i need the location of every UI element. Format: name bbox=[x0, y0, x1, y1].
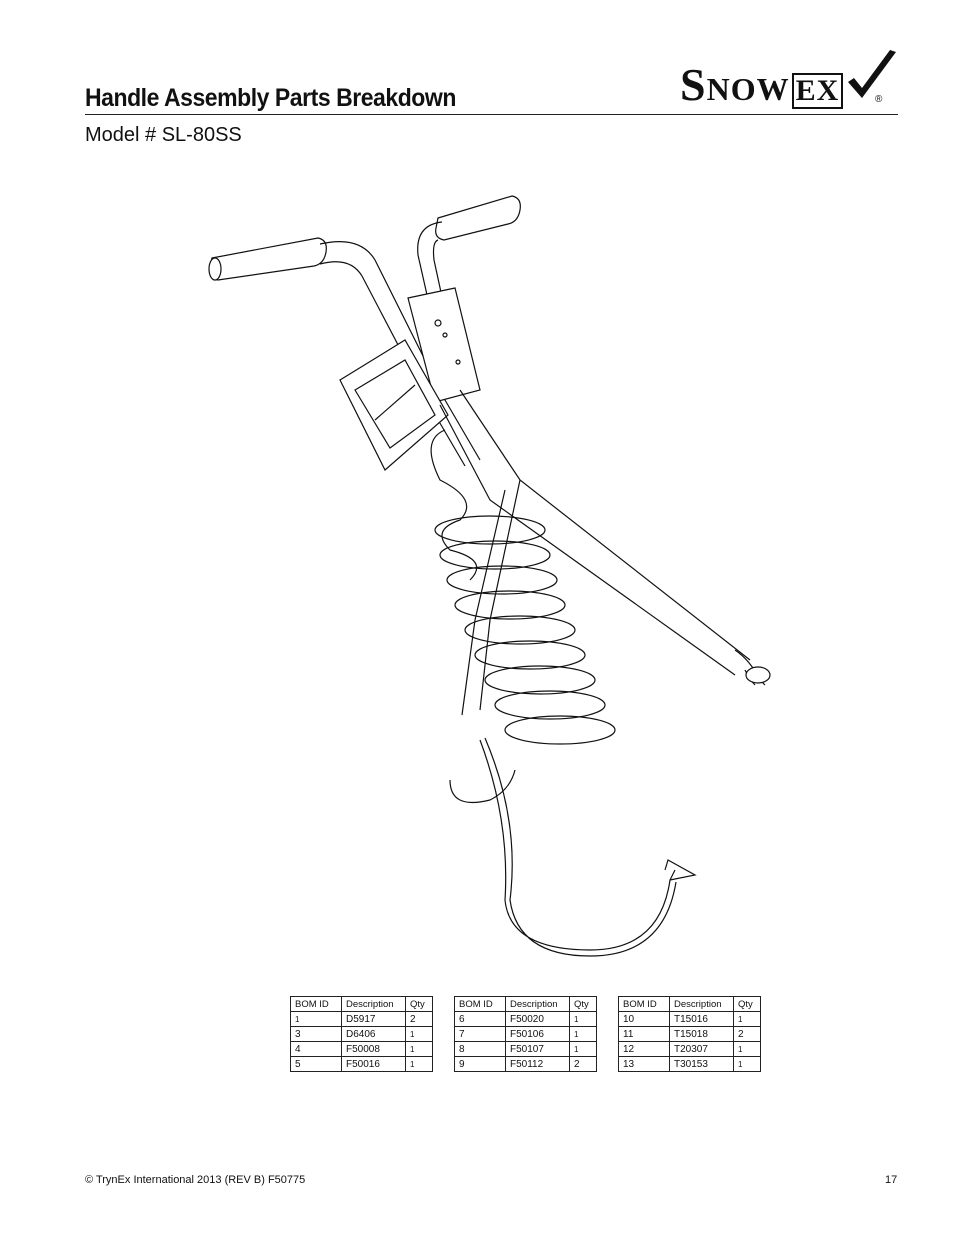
lower-handle-bar bbox=[461, 479, 521, 716]
checkmark-icon bbox=[848, 50, 896, 98]
left-grip bbox=[208, 237, 327, 281]
shaft-end-cap bbox=[745, 666, 771, 684]
col-description: Description bbox=[341, 996, 406, 1012]
col-bom-id: BOM ID bbox=[618, 996, 670, 1012]
col-qty: Qty bbox=[733, 996, 761, 1012]
left-handle-bar bbox=[319, 241, 481, 467]
bom-header-row: BOM ID Description Qty bbox=[618, 996, 761, 1012]
main-shaft bbox=[439, 389, 751, 676]
mount-bracket bbox=[407, 287, 481, 403]
handle-assembly-drawing bbox=[208, 195, 771, 957]
bom-header-row: BOM ID Description Qty bbox=[290, 996, 433, 1012]
title-rule bbox=[85, 114, 898, 115]
cable-end-hook bbox=[664, 859, 697, 881]
col-description: Description bbox=[505, 996, 570, 1012]
col-description: Description bbox=[669, 996, 734, 1012]
registered-mark: ® bbox=[875, 94, 883, 105]
copyright-footer: © TrynEx International 2013 (REV B) F507… bbox=[85, 1174, 306, 1186]
col-qty: Qty bbox=[405, 996, 433, 1012]
right-handle-bar bbox=[417, 221, 461, 389]
col-bom-id: BOM ID bbox=[290, 996, 342, 1012]
right-grip bbox=[435, 195, 521, 241]
model-number: Model # SL-80SS bbox=[85, 124, 242, 146]
col-qty: Qty bbox=[569, 996, 597, 1012]
control-cable bbox=[479, 737, 677, 957]
page-title: Handle Assembly Parts Breakdown bbox=[85, 84, 456, 112]
coiled-cable bbox=[430, 429, 616, 804]
page-number: 17 bbox=[885, 1174, 898, 1186]
col-bom-id: BOM ID bbox=[454, 996, 506, 1012]
control-box bbox=[339, 339, 449, 471]
bom-header-row: BOM ID Description Qty bbox=[454, 996, 597, 1012]
